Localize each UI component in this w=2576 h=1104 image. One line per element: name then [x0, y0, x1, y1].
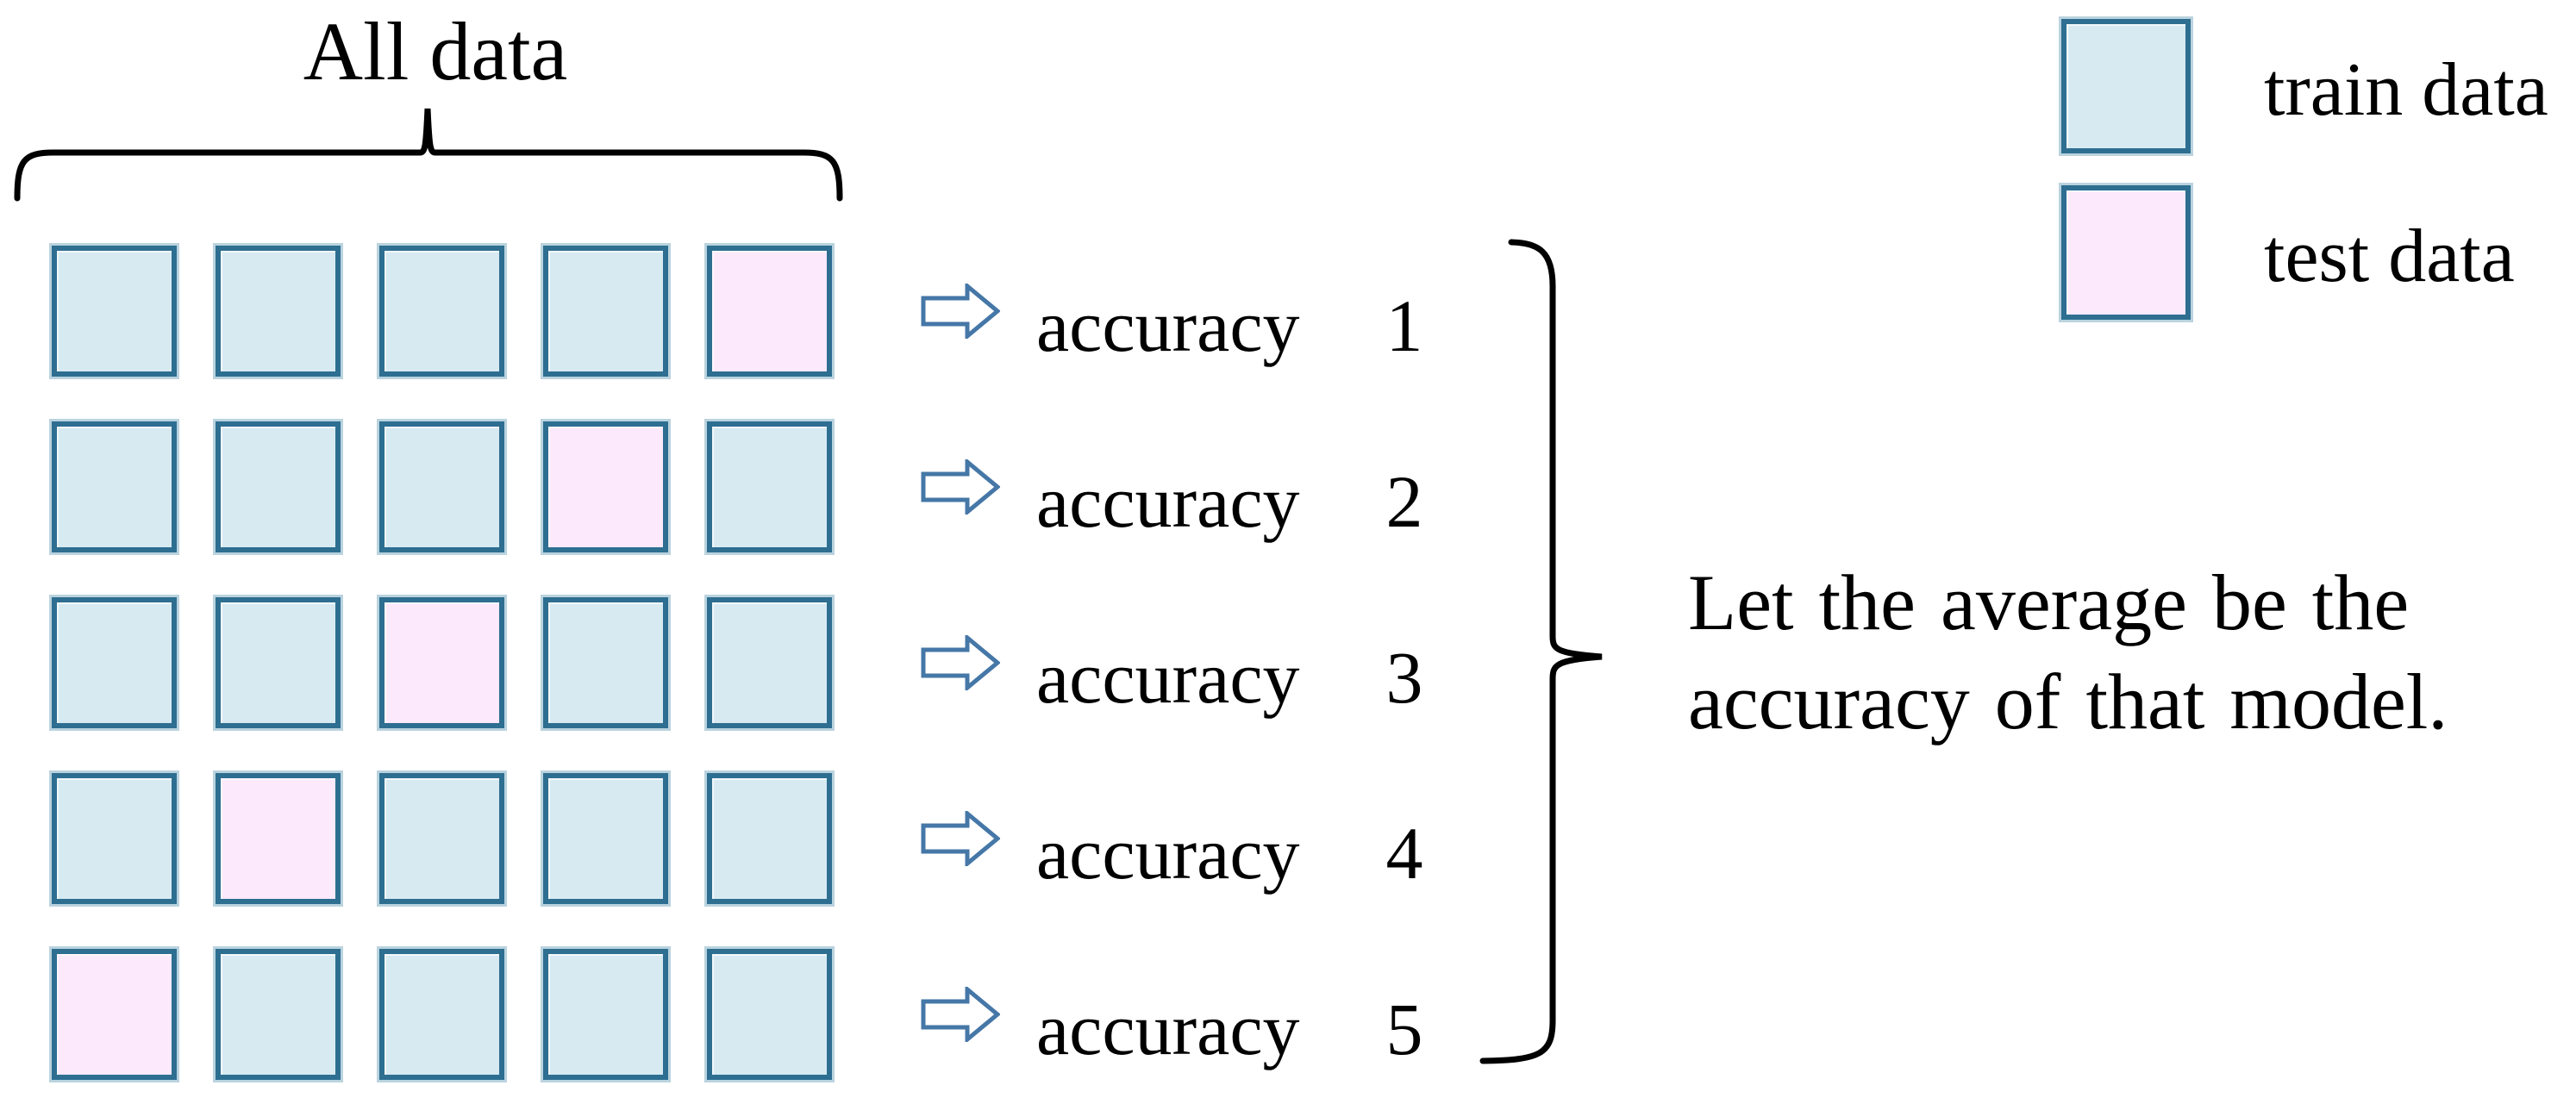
conclusion-text: Let the average be the accuracy of that …: [1688, 553, 2448, 752]
accuracy-text: accuracy 1: [1036, 283, 1423, 369]
grid-cell-r5c5-train: [707, 949, 832, 1080]
grid-cell-r4c4-train: [543, 773, 668, 904]
right-block-arrow-icon: [921, 459, 1000, 515]
accuracy-number: 5: [1385, 988, 1423, 1070]
grid-cell-r2c1-train: [52, 421, 177, 552]
grid-cell-r5c1-test: [52, 949, 177, 1080]
grid-cell-r1c2-train: [216, 246, 341, 377]
legend-item-train: train data: [2061, 19, 2548, 153]
accuracy-row-5: accuracy 5: [921, 970, 1423, 1070]
grid-cell-r4c1-train: [52, 773, 177, 904]
grid-cell-r3c3-test: [379, 597, 504, 728]
grid-cell-r3c4-train: [543, 597, 668, 728]
accuracy-row-4: accuracy 4: [921, 794, 1423, 895]
grid-cell-r4c3-train: [379, 773, 504, 904]
grid-cell-r1c5-test: [707, 246, 832, 377]
accuracy-label: accuracy: [1036, 636, 1300, 719]
accuracy-label: accuracy: [1036, 812, 1300, 895]
grid-cell-r3c2-train: [216, 597, 341, 728]
grid-cell-r2c4-test: [543, 421, 668, 552]
right-block-arrow-icon: [921, 635, 1000, 690]
all-data-title: All data: [303, 5, 568, 97]
grid-cell-r2c5-train: [707, 421, 832, 552]
accuracy-label: accuracy: [1036, 988, 1300, 1070]
accuracy-row-2: accuracy 2: [921, 442, 1423, 543]
legend-item-test: test data: [2061, 185, 2515, 320]
accuracy-row-1: accuracy 1: [921, 266, 1423, 367]
all-data-brace-icon: [14, 108, 843, 202]
conclusion-line-1: Let the average be the: [1688, 558, 2410, 646]
grid-cell-r5c2-train: [216, 949, 341, 1080]
legend-label-test: test data: [2264, 214, 2515, 298]
grid-cell-r1c4-train: [543, 246, 668, 377]
grid-cell-r5c3-train: [379, 949, 504, 1080]
accuracy-label: accuracy: [1036, 284, 1300, 367]
legend-label-train: train data: [2264, 47, 2548, 132]
grid-cell-r1c1-train: [52, 246, 177, 377]
fold-grid: [52, 246, 832, 1080]
grid-cell-r4c2-test: [216, 773, 341, 904]
grid-cell-r2c2-train: [216, 421, 341, 552]
accuracy-label: accuracy: [1036, 460, 1300, 543]
accuracy-number: 4: [1385, 812, 1423, 895]
grouping-brace-icon: [1479, 239, 1603, 1064]
accuracy-number: 3: [1385, 636, 1423, 719]
grid-cell-r4c5-train: [707, 773, 832, 904]
accuracy-number: 1: [1385, 284, 1423, 367]
accuracy-number: 2: [1385, 460, 1423, 543]
grid-cell-r3c5-train: [707, 597, 832, 728]
right-block-arrow-icon: [921, 987, 1000, 1042]
accuracy-text: accuracy 3: [1036, 634, 1423, 720]
grid-cell-r2c3-train: [379, 421, 504, 552]
train-swatch-icon: [2061, 19, 2191, 153]
test-swatch-icon: [2061, 185, 2191, 320]
accuracy-text: accuracy 4: [1036, 810, 1423, 896]
right-block-arrow-icon: [921, 284, 1000, 339]
grid-cell-r3c1-train: [52, 597, 177, 728]
conclusion-line-2: accuracy of that model.: [1688, 658, 2448, 745]
grid-cell-r1c3-train: [379, 246, 504, 377]
right-block-arrow-icon: [921, 811, 1000, 866]
accuracy-text: accuracy 5: [1036, 986, 1423, 1072]
accuracy-row-3: accuracy 3: [921, 618, 1423, 719]
accuracy-text: accuracy 2: [1036, 458, 1423, 545]
grid-cell-r5c4-train: [543, 949, 668, 1080]
